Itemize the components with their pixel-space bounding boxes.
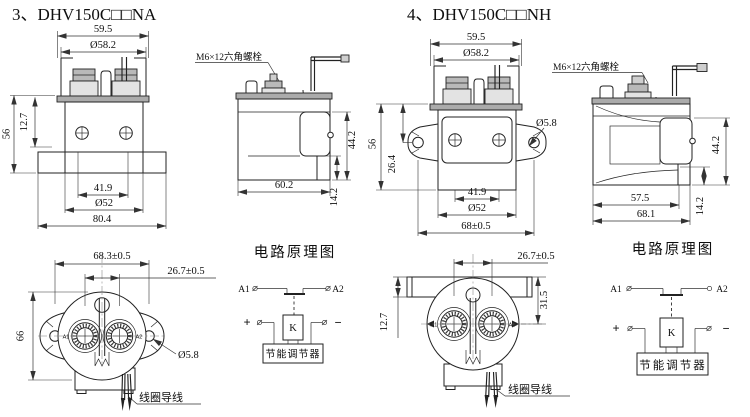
section-na: 3、DHV150C□□NA: [2, 5, 358, 411]
coil-housing: [299, 111, 331, 157]
coil-terminal: [465, 350, 481, 365]
circuit-a1: A1: [238, 285, 250, 295]
section-na-title: 3、DHV150C□□NA: [12, 5, 157, 24]
circuit-plus: +: [243, 316, 250, 330]
screw: [492, 133, 506, 147]
controller-box: [262, 343, 324, 364]
controller-box: [636, 352, 709, 376]
circuit-coil: K: [668, 328, 676, 339]
flange-bar: [591, 97, 691, 105]
circuit-controller: 节能调节器: [266, 348, 321, 361]
hex-bolt: [261, 73, 286, 95]
dim-diameter: Ø58.2: [90, 40, 116, 51]
dim-height: 66: [16, 331, 27, 342]
dim-depth: 60.2: [275, 180, 293, 191]
flange-bar: [235, 92, 333, 100]
circuit-a2: A2: [332, 285, 344, 295]
coil-terminal: [94, 352, 110, 367]
flange-bar: [56, 95, 150, 103]
circuit-title: 电路原理图: [632, 241, 715, 258]
coil-callout: 线圈导线: [508, 382, 552, 396]
circuit-plus: +: [612, 322, 619, 336]
section-nh-title: 4、DHV150C□□NH: [407, 5, 551, 24]
ear-hole: [528, 136, 540, 149]
dim-height: 56: [2, 129, 13, 140]
stud: [599, 85, 614, 98]
coil-box: [659, 317, 684, 348]
dim-diameter: Ø58.2: [463, 48, 489, 59]
circuit-a2: A2: [716, 285, 728, 295]
dim-body-diameter: Ø52: [468, 203, 486, 214]
bolt-callout: M6×12六角螺栓: [196, 51, 263, 63]
coil-wires: [120, 373, 133, 411]
section-nh: 4、DHV150C□□NH: [368, 5, 730, 408]
dim-offset: 31.5: [539, 291, 550, 309]
nh-side-view: M6×12六角螺栓: [552, 61, 730, 225]
dim-body-diameter: Ø52: [95, 198, 113, 209]
dim-width: 59.5: [467, 32, 485, 43]
front-plate: [441, 116, 513, 164]
na-front-view: 59.5 Ø58.2 56 12.7 41.9 Ø52 80.4: [2, 24, 167, 229]
na-circuit: 电路原理图 A1 A2 K + − 节能调节器: [238, 244, 344, 364]
stud: [245, 80, 258, 95]
circuit-minus: −: [722, 322, 729, 336]
dim-flange-width: 80.4: [93, 214, 112, 225]
dim-foot-height: 14.2: [329, 188, 340, 206]
na-side-view: M6×12六角螺栓 44.2: [195, 51, 358, 206]
dim-ear-span: 68±0.5: [461, 221, 490, 232]
edge-mark: [426, 320, 434, 328]
hex-bolt: [624, 75, 652, 99]
terminal-a2-mark: A2: [136, 335, 143, 341]
dim-hole: Ø5.8: [536, 118, 557, 129]
screw: [119, 126, 133, 140]
bolt-callout: M6×12六角螺栓: [553, 61, 620, 73]
nh-bottom-view: A1 A2 26.7±0.5 12.7 31.5 线圈导线: [379, 251, 570, 408]
dim-depth: 68.1: [637, 209, 655, 220]
dim-screw-pitch: 41.9: [94, 183, 112, 194]
circuit-controller: 节能调节器: [639, 358, 707, 372]
screw: [75, 126, 89, 140]
dim-hole: Ø5.8: [178, 350, 199, 361]
dim-foot-height: 14.2: [695, 197, 706, 215]
nh-front-view: 59.5 Ø58.2 56 26.4 Ø5.8 41.9 Ø52 68±0.5: [368, 32, 557, 236]
center-post: [100, 70, 112, 96]
screw: [448, 133, 462, 147]
coil-housing: [659, 117, 693, 165]
coil-box: [282, 314, 304, 341]
dim-width: 59.5: [94, 24, 112, 35]
coil-wires: [484, 371, 499, 408]
dim-screw-pitch: 41.9: [468, 187, 486, 198]
base-flange: [37, 151, 167, 174]
edge-mark: [512, 320, 520, 328]
dim-bracket: 12.7: [379, 313, 390, 331]
center-post: [473, 78, 485, 104]
dim-terminal-pitch: 26.7±0.5: [517, 251, 554, 262]
ear-hole: [412, 136, 424, 149]
dim-top-offset: 26.4: [387, 154, 398, 173]
nh-circuit: 电路原理图 A1 A2 K + − 节能调节器: [610, 241, 730, 376]
na-bottom-view: A1 A2 68.3±0.5 26.7±0.5 66 Ø5.8 线圈导线: [16, 251, 216, 411]
flange-bar: [429, 103, 523, 111]
dim-depth-inner: 57.5: [631, 193, 649, 204]
circuit-coil: K: [289, 323, 297, 334]
dim-height: 44.2: [347, 131, 358, 149]
dim-height: 44.2: [711, 136, 722, 154]
coil-lead-wire: [302, 54, 350, 100]
coil-callout: 线圈导线: [139, 390, 183, 404]
circuit-minus: −: [334, 316, 341, 330]
dim-terminal-pitch: 26.7±0.5: [167, 266, 204, 277]
dim-height: 56: [368, 139, 379, 150]
circuit-title: 电路原理图: [254, 244, 337, 261]
dim-ear-span: 68.3±0.5: [93, 251, 130, 262]
circuit-a1: A1: [610, 285, 622, 295]
dim-top-offset: 12.7: [19, 113, 30, 131]
terminal-a1-mark: A1: [63, 335, 70, 341]
